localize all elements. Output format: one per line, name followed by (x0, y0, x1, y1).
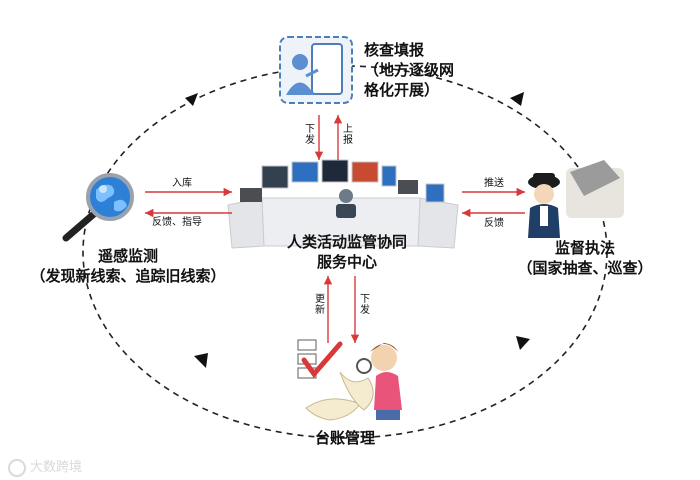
police-officer-icon (528, 160, 624, 238)
edge-label-center-to-bottom: 下发 (360, 294, 370, 316)
left-node-sub: （发现新线索、追踪旧线索） (30, 267, 226, 285)
cycle-arrow-bottom-left (194, 353, 208, 368)
cycle-arrow-bottom-right (516, 336, 530, 350)
person-tablet-icon (279, 36, 353, 104)
person-checklist-icon (297, 339, 402, 421)
center-node-sub: 服务中心 (316, 253, 377, 271)
bottom-node-label: 台账管理 (300, 428, 390, 448)
left-node-label: 遥感监测 （发现新线索、追踪旧线索） (28, 246, 228, 286)
center-node-label: 人类活动监管协同 服务中心 (262, 232, 432, 272)
cycle-ellipse (82, 65, 608, 439)
edge-label-bottom-to-center: 更新 (315, 294, 325, 316)
globe-magnifier-icon (62, 173, 134, 242)
watermark: 大数跨境 (8, 456, 82, 477)
top-node-title: 核查填报 (364, 41, 425, 59)
watermark-text: 大数跨境 (30, 460, 83, 475)
top-node-sub1: （地方逐级网 (364, 61, 455, 79)
edge-label-top-to-center: 上报 (343, 124, 353, 146)
edge-label-right-to-center: 反馈 (484, 218, 504, 229)
right-node-sub: （国家抽查、巡查） (517, 259, 653, 277)
bottom-node-title: 台账管理 (314, 429, 375, 447)
cycle-arrow-top-right (510, 92, 524, 106)
center-node-title: 人类活动监管协同 (286, 233, 407, 251)
right-node-label: 监督执法 （国家抽查、巡查） (500, 238, 670, 278)
right-node-title: 监督执法 (554, 239, 615, 257)
edge-label-center-to-top: 下发 (305, 124, 315, 146)
cycle-arrow-top-left (185, 93, 198, 106)
top-node-label: 核查填报 （地方逐级网 格化开展） (364, 40, 454, 100)
control-center-icon (227, 159, 459, 249)
edge-label-center-to-left: 反馈、指导 (152, 217, 202, 228)
top-node-sub2: 格化开展） (364, 81, 440, 99)
watermark-icon (8, 458, 26, 477)
edge-label-left-to-center: 入库 (172, 178, 192, 189)
left-node-title: 遥感监测 (97, 247, 158, 265)
edge-label-center-to-right: 推送 (484, 178, 504, 189)
